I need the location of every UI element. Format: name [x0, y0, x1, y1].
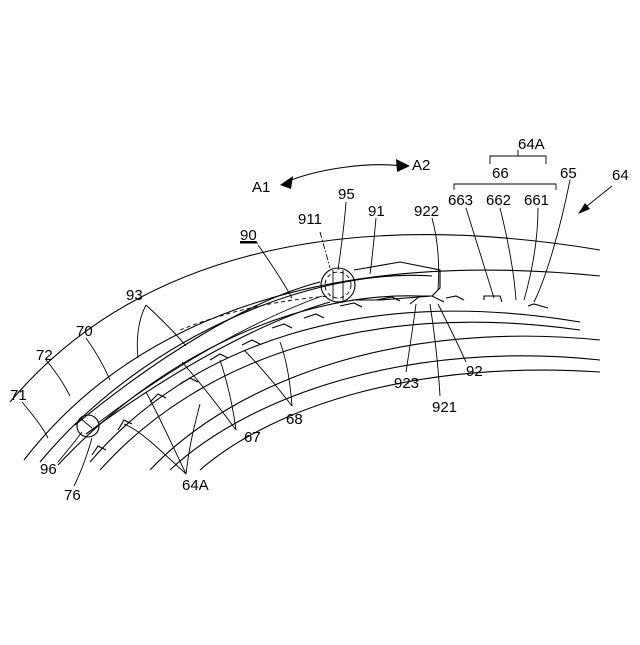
label-923: 923	[394, 375, 419, 392]
label-64: 64	[612, 167, 629, 184]
label-64A-bottom: 64A	[182, 477, 209, 494]
label-90: 90	[240, 227, 257, 244]
label-911: 911	[298, 211, 322, 228]
label-96: 96	[40, 461, 57, 478]
label-66: 66	[492, 165, 509, 182]
lever-head-91	[352, 262, 440, 300]
label-661: 661	[524, 192, 549, 209]
label-91: 91	[368, 203, 385, 220]
label-95: 95	[338, 186, 355, 203]
outer-ring-outer-edge	[10, 235, 600, 402]
label-64A-top: 64A	[518, 136, 545, 153]
label-76: 76	[64, 487, 81, 504]
label-67: 67	[244, 429, 261, 446]
label-70: 70	[76, 323, 93, 340]
outer-ring-inner-edge	[24, 270, 600, 460]
ring-72-line	[40, 275, 432, 462]
label-92: 92	[466, 363, 483, 380]
label-663: 663	[448, 192, 473, 209]
label-68: 68	[286, 411, 303, 428]
axis-911-dashdot	[320, 232, 330, 268]
rotation-arrow	[280, 159, 410, 189]
ring-70-line	[58, 296, 420, 465]
label-93: 93	[126, 287, 143, 304]
ratchet-inner-edge-3	[170, 356, 600, 470]
ratchet-inner-edge-1	[100, 322, 580, 470]
label-A1: A1	[252, 179, 270, 196]
ratchet-outer-edge	[90, 311, 580, 462]
label-921: 921	[432, 399, 457, 416]
label-65: 65	[560, 165, 577, 182]
label-662: 662	[486, 192, 511, 209]
label-922: 922	[414, 203, 439, 220]
label-A2: A2	[412, 157, 430, 174]
label-71: 71	[10, 387, 27, 404]
label-72: 72	[36, 347, 53, 364]
